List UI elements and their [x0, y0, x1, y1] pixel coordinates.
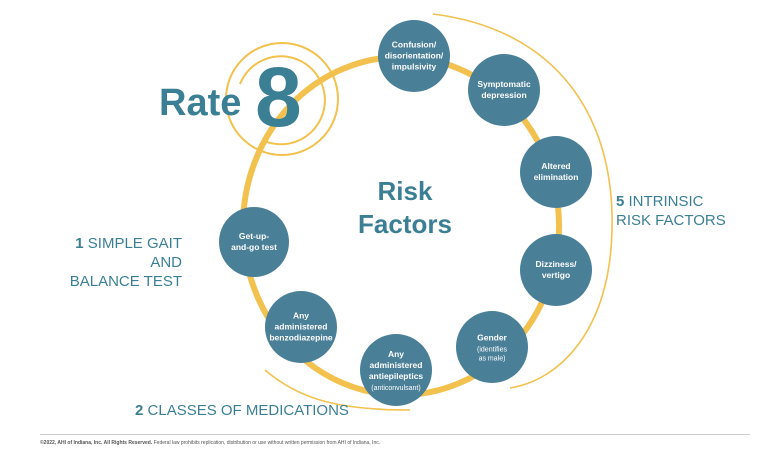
risk-node-sublabel: (identifies: [477, 347, 507, 354]
risk-node-label: depression: [481, 90, 526, 100]
risk-node-label: Confusion/: [392, 40, 437, 50]
risk-node-label: administered: [275, 322, 328, 332]
intrinsic-label: 5 INTRINSIC RISK FACTORS: [616, 192, 726, 230]
footer-rest: Federal law prohibits replication, distr…: [153, 440, 381, 446]
gait-line1: SIMPLE GAIT AND: [87, 235, 182, 271]
risk-node-dizziness: Dizziness/vertigo: [520, 234, 592, 306]
rate-number: 8: [255, 50, 302, 144]
rate-word: Rate: [159, 82, 242, 124]
meds-number: 2: [135, 402, 144, 419]
intrinsic-line1: INTRINSIC: [628, 193, 704, 210]
risk-node-label: benzodiazepine: [269, 333, 333, 343]
risk-node-label: impulsivity: [392, 62, 437, 72]
risk-node-label: vertigo: [542, 270, 570, 280]
rate-ring-inner: [239, 55, 326, 146]
risk-node-circle: [265, 291, 337, 363]
risk-node-label: Gender: [477, 333, 507, 343]
meds-text: CLASSES OF MEDICATIONS: [147, 402, 349, 419]
risk-node-gender: Gender (identifies as male): [456, 311, 528, 383]
risk-node-get-up-and-go: Get-up-and-go test: [219, 207, 289, 277]
risk-node-circle: [456, 311, 528, 383]
risk-node-label: antiepileptics: [369, 371, 424, 381]
risk-node-circle: [468, 54, 540, 126]
center-title-line2: Factors: [358, 209, 452, 239]
meds-bracket: [264, 369, 411, 411]
risk-node-circle: [520, 136, 592, 208]
risk-node-label: and-go test: [231, 242, 277, 252]
risk-node-sublabel: as male): [479, 356, 506, 363]
intrinsic-number: 5: [616, 193, 625, 210]
footer-bold: ©2022, AHI of Indiana, Inc. All Rights R…: [40, 440, 153, 446]
risk-node-label: Get-up-: [239, 231, 269, 241]
risk-node-label: Any: [388, 349, 404, 359]
gait-label: 1 SIMPLE GAIT AND BALANCE TEST: [52, 234, 182, 291]
gait-line2: BALANCE TEST: [69, 273, 182, 290]
rate-ring-outer: [225, 42, 339, 156]
center-title: Risk Factors: [330, 175, 480, 241]
risk-node-label: Dizziness/: [535, 259, 577, 269]
gait-number: 1: [75, 235, 84, 252]
risk-node-confusion: Confusion/disorientation/impulsivity: [378, 20, 450, 92]
risk-node-circle: [360, 334, 432, 406]
copyright-footer: ©2022, AHI of Indiana, Inc. All Rights R…: [40, 440, 380, 446]
risk-node-label: elimination: [534, 172, 579, 182]
risk-node-label: Symptomatic: [477, 79, 531, 89]
risk-node-label: disorientation/: [385, 51, 444, 61]
risk-node-sublabel: (anticonvulsant): [371, 385, 420, 392]
risk-node-circle: [520, 234, 592, 306]
risk-node-label: administered: [370, 360, 423, 370]
risk-node-circle: [219, 207, 289, 277]
risk-node-label: Any: [293, 311, 309, 321]
meds-label: 2 CLASSES OF MEDICATIONS: [135, 401, 349, 420]
intrinsic-line2: RISK FACTORS: [616, 212, 726, 229]
center-title-line1: Risk: [377, 176, 433, 206]
footer-divider: [40, 434, 750, 435]
risk-node-label: Altered: [541, 161, 570, 171]
risk-node-circle: [378, 20, 450, 92]
intrinsic-bracket: [432, 13, 613, 389]
